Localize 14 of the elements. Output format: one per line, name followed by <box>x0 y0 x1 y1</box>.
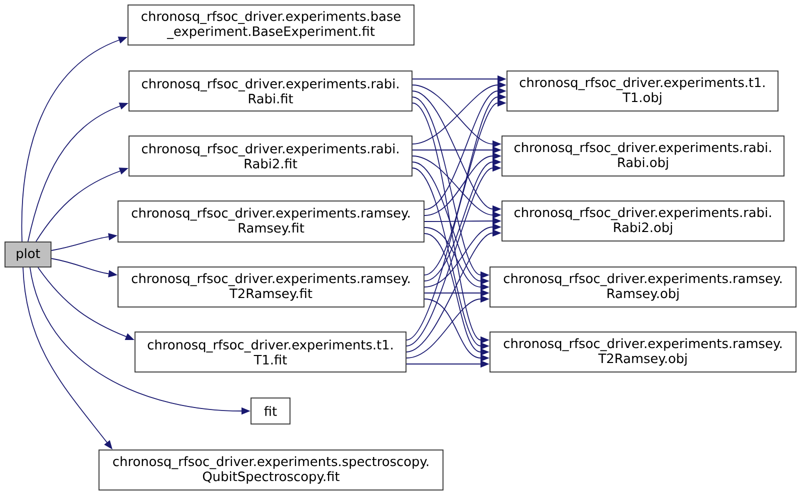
function-box: chronosq_rfsoc_driver.experiments.ramsey. T2Ramsey.fit <box>118 266 424 308</box>
function-box: chronosq_rfsoc_driver.experiments.rabi. Rabi2.fit <box>128 136 412 176</box>
function-box: chronosq_rfsoc_driver.experiments.rabi. Rabi.fit <box>128 70 412 112</box>
function-box: fit <box>250 398 290 424</box>
function-box: chronosq_rfsoc_driver.experiments.rabi. Rabi.obj <box>502 136 784 176</box>
function-box: chronosq_rfsoc_driver.experiments.ramsey. Ramsey.obj <box>490 266 796 308</box>
function-box: plot <box>4 242 52 268</box>
function-box: chronosq_rfsoc_driver.experiments.t1. T1.obj <box>506 70 778 112</box>
function-box: chronosq_rfsoc_driver.experiments.spectroscopy. QubitSpectroscopy.fit <box>98 450 444 490</box>
function-box: chronosq_rfsoc_driver.experiments.rabi. Rabi2.obj <box>502 200 784 242</box>
function-box: chronosq_rfsoc_driver.experiments.base _experiment.BaseExperiment.fit <box>128 4 414 46</box>
function-box: chronosq_rfsoc_driver.experiments.t1. T1.fit <box>134 332 406 372</box>
function-box: chronosq_rfsoc_driver.experiments.ramsey. Ramsey.fit <box>118 200 424 242</box>
function-box: chronosq_rfsoc_driver.experiments.ramsey. T2Ramsey.obj <box>490 332 796 372</box>
